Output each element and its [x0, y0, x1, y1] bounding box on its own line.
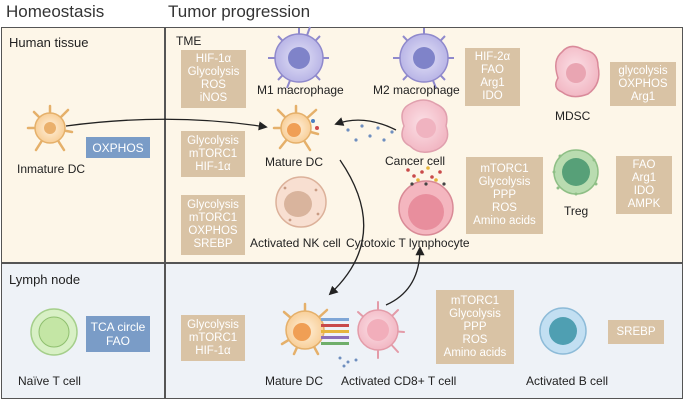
cancer-cell-label: Cancer cell [385, 154, 446, 168]
b-cell [539, 307, 587, 355]
human-tissue-label: Human tissue [9, 35, 89, 50]
treg-label: Treg [564, 204, 589, 218]
ctl-item: ROS [492, 202, 517, 214]
ctl-item: Amino acids [473, 215, 536, 227]
cd8-t-cell [338, 301, 405, 368]
lymph-tumor-panel [165, 263, 683, 399]
cd8-item: ROS [462, 333, 488, 346]
naive-t-item: FAO [105, 334, 130, 348]
m2-item: Arg1 [480, 77, 505, 89]
treg-item: FAO [632, 159, 656, 171]
cancer-cell [346, 99, 449, 153]
mature-dc-tme-item: HIF-1α [195, 160, 231, 173]
cd8-item: mTORC1 [450, 294, 500, 307]
lymph-node-label: Lymph node [9, 272, 81, 287]
nk-item: OXPHOS [188, 225, 238, 237]
naive-t-metabolism-box: TCA circle FAO [86, 316, 150, 352]
m1-item: HIF-1α [195, 53, 232, 65]
b-cell-item: SREBP [616, 325, 656, 338]
treg-item: IDO [633, 185, 655, 197]
m2-item: IDO [482, 90, 503, 102]
ctl-cell [398, 166, 454, 236]
arrow-cancer-to-dc [334, 117, 397, 131]
nk-cell [275, 176, 327, 228]
mdsc-item: Arg1 [630, 90, 656, 103]
treg-cell [552, 149, 599, 196]
m2-item: HIF-2α [474, 51, 511, 63]
b-cell-label: Activated B cell [526, 374, 609, 388]
immature-dc-item: OXPHOS [92, 140, 144, 155]
cd8-item: Glycolysis [449, 307, 501, 320]
m1-item: Glycolysis [187, 66, 240, 78]
m2-item: FAO [480, 64, 504, 76]
m1-metabolism-box: HIF-1α Glycolysis ROS iNOS [181, 50, 246, 108]
mature-dc-ln-item: HIF-1α [195, 344, 231, 357]
m2-macrophage-cell [393, 28, 454, 89]
immature-dc-label: Inmature DC [17, 162, 86, 176]
mature-dc-ln-item: Glycolysis [187, 318, 239, 331]
m1-macrophage-cell [268, 26, 329, 89]
nk-item: SREBP [193, 238, 233, 250]
cd8-metabolism-box: mTORC1 Glycolysis PPP ROS Amino acids [436, 290, 514, 364]
mature-dc-tme-label: Mature DC [265, 155, 324, 169]
mature-dc-ln-item: mTORC1 [188, 331, 238, 344]
tumor-progression-header: Tumor progression [168, 2, 311, 21]
mature-dc-tme-cell [272, 104, 320, 152]
treg-item: AMPK [627, 198, 661, 210]
mdsc-item: glycolysis [618, 64, 668, 77]
naive-t-item: TCA circle [90, 320, 146, 334]
m2-metabolism-box: HIF-2α FAO Arg1 IDO [465, 48, 520, 106]
cd8-item: Amino acids [443, 346, 507, 359]
mature-dc-ln-cell [280, 302, 329, 356]
cd8-item: PPP [463, 320, 487, 333]
mdsc-cell [555, 45, 600, 98]
b-cell-metabolism-box: SREBP [608, 320, 664, 344]
tme-label: TME [176, 34, 202, 48]
treg-metabolism-box: FAO Arg1 IDO AMPK [616, 156, 672, 214]
treg-item: Arg1 [631, 172, 657, 184]
immature-dc-cell [26, 104, 74, 152]
m2-macrophage-label: M2 macrophage [373, 83, 460, 97]
homeostasis-header: Homeostasis [6, 2, 105, 21]
synapse-receptors [321, 318, 349, 345]
m1-item: ROS [201, 79, 226, 91]
nk-item: mTORC1 [188, 212, 238, 224]
m1-macrophage-label: M1 macrophage [257, 83, 344, 97]
naive-t-label: Naïve T cell [18, 374, 81, 388]
arrow-cd8-to-ctl [385, 246, 425, 306]
mature-dc-tme-item: Glycolysis [187, 134, 239, 147]
immature-dc-metabolism-box: OXPHOS [86, 137, 150, 158]
nk-item: Glycolysis [187, 199, 239, 211]
mature-dc-tme-item: mTORC1 [188, 147, 238, 160]
ctl-item: Glycolysis [478, 176, 531, 188]
ctl-item: mTORC1 [480, 163, 529, 175]
mdsc-metabolism-box: glycolysis OXPHOS Arg1 [610, 62, 676, 106]
naive-t-cell [30, 308, 78, 356]
mature-dc-ln-metabolism-box: Glycolysis mTORC1 HIF-1α [181, 315, 245, 361]
mature-dc-tme-metabolism-box: Glycolysis mTORC1 HIF-1α [181, 131, 245, 177]
mdsc-label: MDSC [555, 109, 591, 123]
nk-cell-label: Activated NK cell [250, 236, 341, 250]
m1-item: iNOS [199, 92, 228, 104]
ctl-metabolism-box: mTORC1 Glycolysis PPP ROS Amino acids [466, 157, 543, 234]
arrow-dc-to-lymph-node [328, 159, 365, 296]
nk-metabolism-box: Glycolysis mTORC1 OXPHOS SREBP [181, 195, 245, 255]
ctl-item: PPP [492, 189, 516, 201]
mature-dc-ln-label: Mature DC [265, 374, 324, 388]
arrow-immature-to-mature-dc [65, 118, 268, 131]
mdsc-item: OXPHOS [618, 77, 668, 90]
ctl-label: Cytotoxic T lymphocyte [346, 236, 470, 250]
cd8-t-cell-label: Activated CD8+ T cell [341, 374, 457, 388]
